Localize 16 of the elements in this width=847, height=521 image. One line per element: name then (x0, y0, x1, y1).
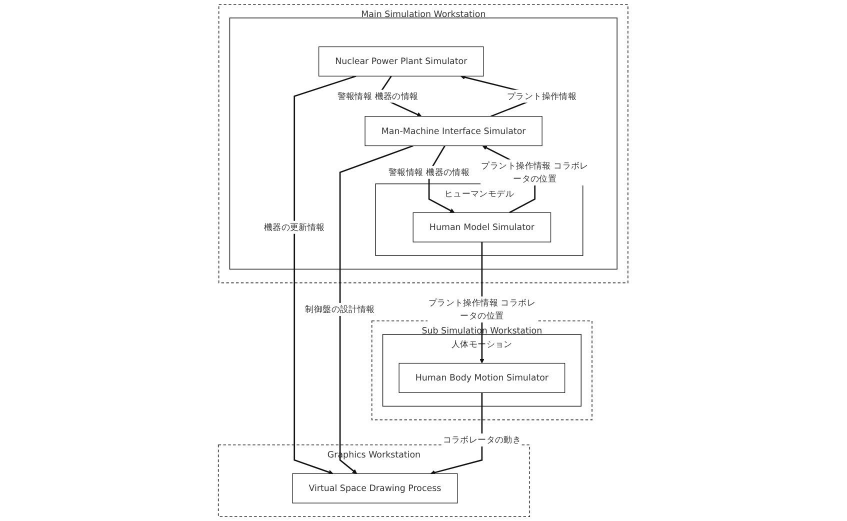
edge-label: 機器の更新情報 (264, 222, 326, 232)
node-box: Human Model Simulator (413, 212, 552, 242)
edge-label: プラント操作情報 コラボレータの位置 (482, 160, 589, 184)
node-box: Virtual Space Drawing Process (292, 473, 458, 504)
edge-label: プラント操作情報 (507, 90, 577, 102)
edge-label: プラント操作情報 コラボレータの位置 (428, 297, 536, 321)
edge-label: 警報情報 機器の情報 (338, 90, 419, 102)
node-box: Nuclear Power Plant Simulator (318, 46, 484, 76)
node-box: Man-Machine Interface Simulator (365, 116, 543, 146)
arrow (340, 145, 414, 474)
arrow (294, 75, 357, 474)
arrow (430, 392, 483, 475)
edge-label: 警報情報 機器の情報 (388, 166, 470, 178)
edge-label: 制御盤の設計情報 (306, 304, 376, 314)
node-box: Human Body Motion Simulator (399, 362, 566, 393)
edge-label: コラボレータの動き (443, 434, 522, 445)
